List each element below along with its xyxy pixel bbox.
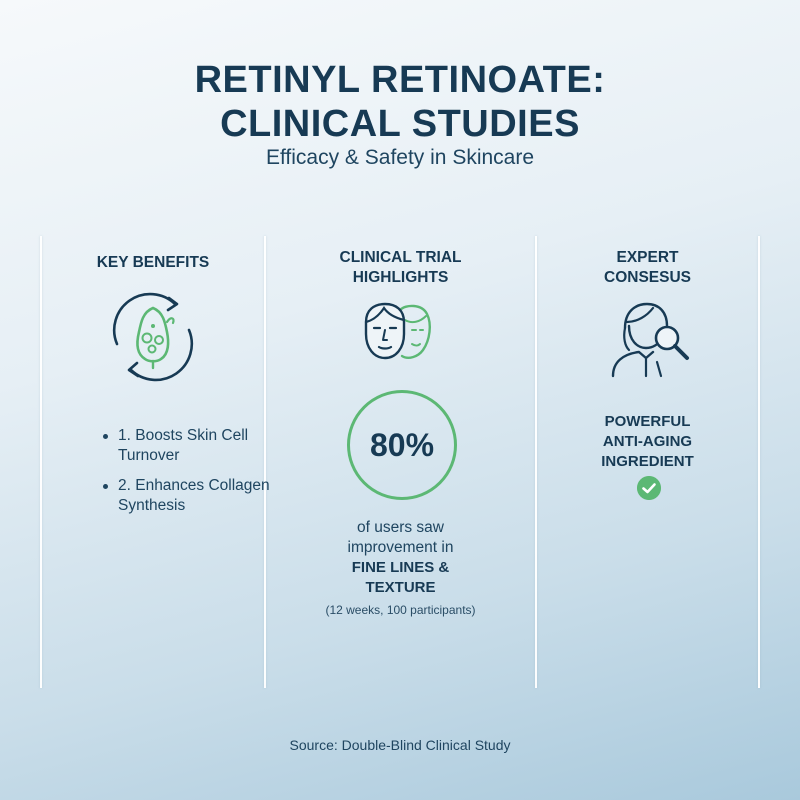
bullet-icon	[103, 484, 108, 489]
faces-icon	[364, 302, 431, 360]
benefits-column: KEY BENEFITS 1. Boosts Skin Cell Turnove…	[42, 236, 270, 688]
source-footnote: Source: Double-Blind Clinical Study	[289, 737, 511, 753]
expert-column: EXPERT CONSESUS POWERFUL ANTI-AGING INGR…	[537, 236, 758, 688]
trial-heading: CLINICAL TRIAL HIGHLIGHTS	[339, 249, 462, 286]
divider-left	[40, 236, 42, 688]
title-line-2: CLINICAL STUDIES	[220, 103, 580, 145]
page-title: RETINYL RETINOATE: CLINICAL STUDIES	[0, 58, 800, 146]
stat-description: of users saw improvement in	[347, 519, 454, 556]
page-subtitle: Efficacy & Safety in Skincare	[265, 146, 535, 169]
stat-note: (12 weeks, 100 participants)	[325, 603, 476, 617]
stat-circle: 80%	[347, 390, 457, 500]
check-circle-icon	[637, 476, 661, 500]
expert-magnifier-icon	[611, 302, 689, 378]
divider-center-left	[264, 236, 266, 688]
skin-cell-cycle-icon	[112, 292, 194, 382]
divider-center-right	[535, 236, 537, 688]
divider-right	[758, 236, 760, 688]
benefits-heading: KEY BENEFITS	[96, 254, 210, 271]
list-item: 2. Enhances Collagen Synthesis	[102, 476, 292, 516]
title-line-1: RETINYL RETINOATE:	[194, 59, 606, 101]
expert-heading: EXPERT CONSESUS	[604, 249, 691, 286]
trial-column: CLINICAL TRIAL HIGHLIGHTS 80% of users s…	[266, 236, 535, 688]
bullet-icon	[103, 434, 108, 439]
benefits-list: 1. Boosts Skin Cell Turnover 2. Enhances…	[102, 426, 292, 526]
list-item: 1. Boosts Skin Cell Turnover	[102, 426, 292, 466]
stat-value: 80%	[369, 426, 435, 463]
stat-highlight: FINE LINES & TEXTURE	[351, 559, 450, 596]
expert-statement: POWERFUL ANTI-AGING INGREDIENT	[601, 413, 694, 470]
